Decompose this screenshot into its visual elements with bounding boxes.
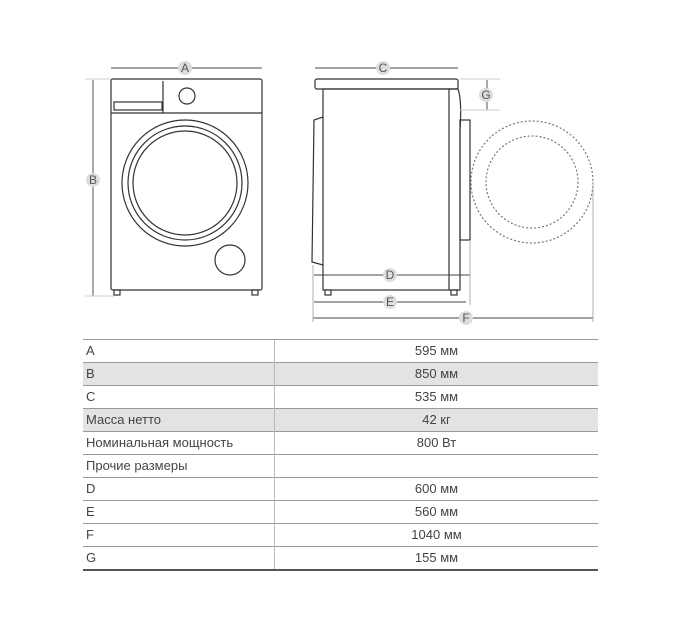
front-view <box>110 78 263 296</box>
spec-name: B <box>83 362 275 386</box>
spec-value: 560 мм <box>274 500 598 524</box>
spec-value: 1040 мм <box>274 523 598 547</box>
label-g: G <box>481 88 490 102</box>
spec-name: C <box>83 385 275 409</box>
spec-name: A <box>83 339 275 363</box>
spec-name: D <box>83 477 275 501</box>
spec-value <box>274 454 598 478</box>
label-b: B <box>89 173 97 187</box>
dimension-labels: A B C G D E F <box>86 61 493 325</box>
label-d: D <box>386 268 395 282</box>
side-view <box>311 78 594 296</box>
label-c: C <box>379 61 388 75</box>
spec-value: 535 мм <box>274 385 598 409</box>
label-f: F <box>462 311 469 325</box>
spec-value: 850 мм <box>274 362 598 386</box>
spec-name: E <box>83 500 275 524</box>
spec-name: Номинальная мощность <box>83 431 275 455</box>
spec-name: Прочие размеры <box>83 454 275 478</box>
spec-value: 600 мм <box>274 477 598 501</box>
dimension-diagram: A B C G D E F <box>85 61 594 325</box>
spec-value: 595 мм <box>274 339 598 363</box>
spec-value: 800 Вт <box>274 431 598 455</box>
table-row: Прочие размеры <box>83 454 598 478</box>
spec-name: Масса нетто <box>83 408 275 432</box>
label-e: E <box>386 295 394 309</box>
spec-name: F <box>83 523 275 547</box>
spec-name: G <box>83 546 275 571</box>
spec-value: 42 кг <box>274 408 598 432</box>
dimension-lines <box>85 67 594 322</box>
spec-value: 155 мм <box>274 546 598 571</box>
label-a: A <box>181 61 189 75</box>
